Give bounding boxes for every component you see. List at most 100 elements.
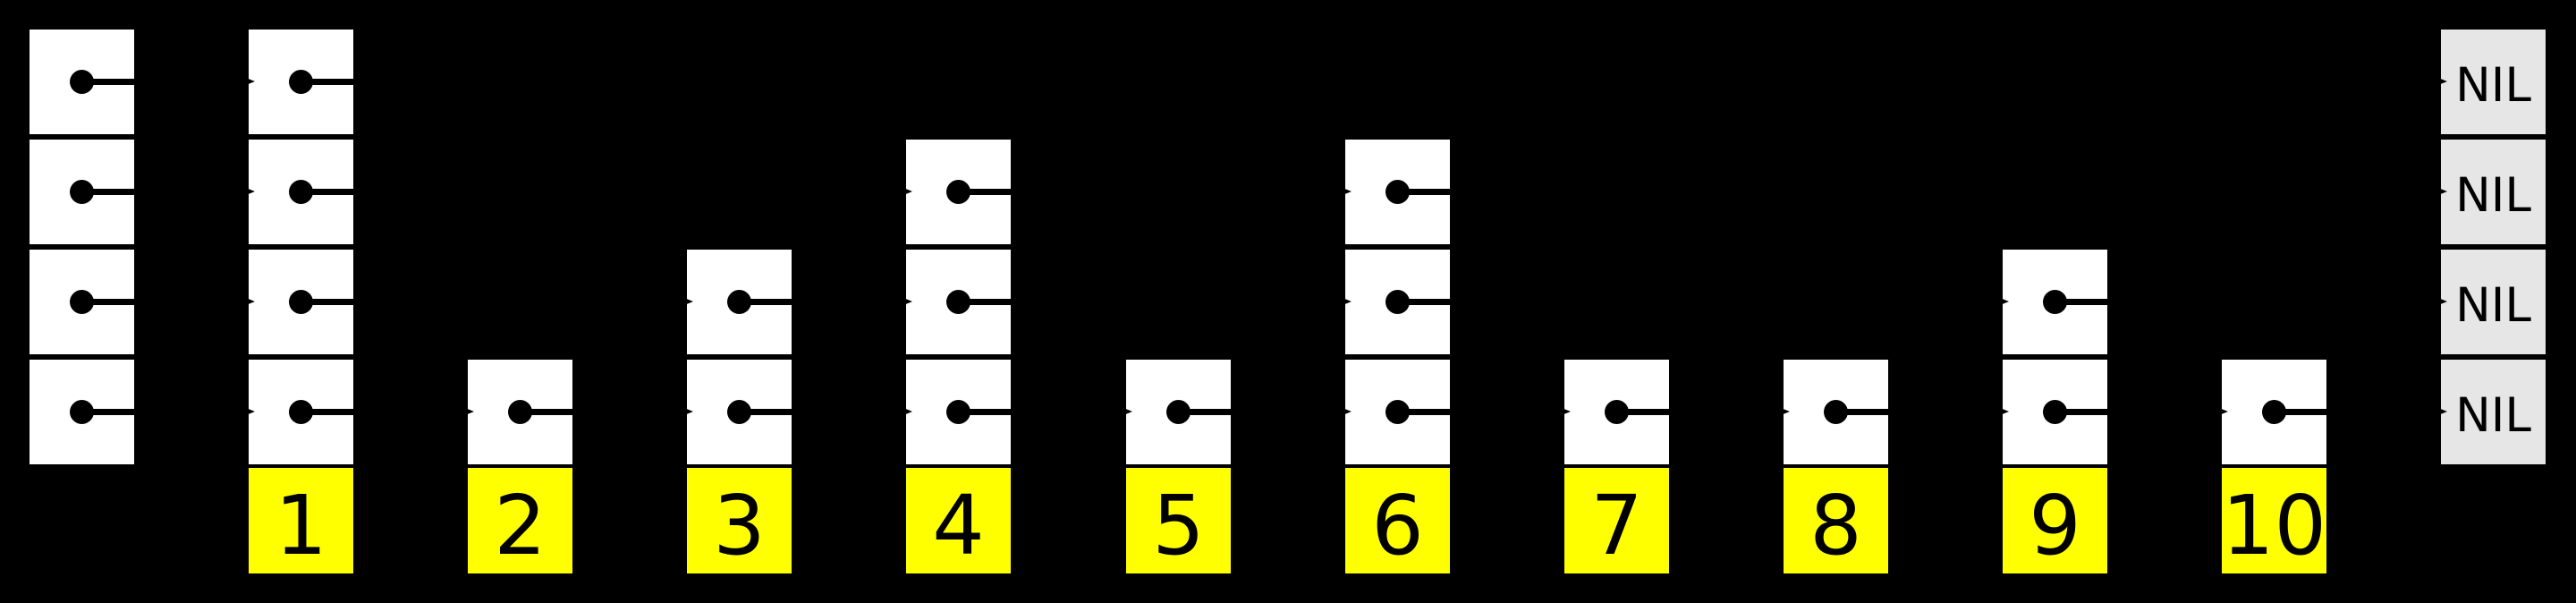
node-8-pointer-level-1 <box>1772 360 1892 464</box>
pointer-dot-icon <box>946 180 970 204</box>
pointer-dot-icon <box>727 400 751 424</box>
node-6-pointer-level-2 <box>1334 250 1453 354</box>
arrow-head-icon <box>237 74 255 89</box>
node-2-key-cell: 2 <box>468 468 572 573</box>
pointer-dot-icon <box>1385 400 1410 424</box>
head-column <box>30 0 138 603</box>
arrow-head-icon <box>1991 404 2009 419</box>
arrow-head-icon <box>1334 404 1352 419</box>
arrow-head-icon <box>2429 74 2447 89</box>
node-7-key-cell: 7 <box>1564 468 1669 573</box>
node-6-pointer-level-3 <box>1334 140 1453 244</box>
node-1-pointer-level-1 <box>237 360 357 464</box>
node-2-pointer-level-1 <box>456 360 576 464</box>
pointer-dot-icon <box>289 70 313 94</box>
pointer-dot-icon <box>1605 400 1629 424</box>
node-9-key-cell: 9 <box>2003 468 2107 573</box>
pointer-dot-icon <box>70 70 94 94</box>
node-key-label: 5 <box>1152 478 1205 573</box>
pointer-line <box>81 79 138 85</box>
pointer-line <box>739 409 795 415</box>
pointer-line <box>301 79 357 85</box>
pointer-dot-icon <box>2262 400 2286 424</box>
nil-box-level-4: NIL <box>2429 30 2546 134</box>
node-8-key-cell: 8 <box>1784 468 1888 573</box>
head-pointer-level-2 <box>30 250 138 354</box>
head-pointer-level-1 <box>30 360 138 464</box>
node-1-pointer-level-3 <box>237 140 357 244</box>
pointer-dot-icon <box>508 400 532 424</box>
nil-box-level-3: NIL <box>2429 140 2546 244</box>
pointer-line <box>520 409 576 415</box>
arrow-head-icon <box>237 294 255 309</box>
arrow-head-icon <box>2429 184 2447 199</box>
head-pointer-level-4 <box>30 30 138 134</box>
pointer-dot-icon <box>2043 400 2067 424</box>
nil-label: NIL <box>2455 57 2531 113</box>
node-4-pointer-level-2 <box>894 250 1014 354</box>
arrow-head-icon <box>675 404 693 419</box>
pointer-dot-icon <box>289 400 313 424</box>
pointer-dot-icon <box>946 400 970 424</box>
arrow-head-icon <box>894 294 912 309</box>
arrow-head-icon <box>1334 294 1352 309</box>
node-7-pointer-level-1 <box>1553 360 1673 464</box>
node-key-label: 9 <box>2029 478 2081 573</box>
pointer-line <box>958 189 1014 195</box>
pointer-dot-icon <box>1385 290 1410 314</box>
nil-box-level-1: NIL <box>2429 360 2546 464</box>
pointer-line <box>739 299 795 305</box>
node-9-pointer-level-1 <box>1991 360 2111 464</box>
node-4-key-cell: 4 <box>906 468 1011 573</box>
pointer-dot-icon <box>289 180 313 204</box>
pointer-line <box>2274 409 2330 415</box>
pointer-line <box>958 409 1014 415</box>
arrow-head-icon <box>2210 404 2228 419</box>
pointer-line <box>1397 299 1453 305</box>
pointer-line <box>81 189 138 195</box>
node-column-3: 3 <box>675 0 795 603</box>
pointer-line <box>958 299 1014 305</box>
pointer-line <box>1835 409 1892 415</box>
nil-label: NIL <box>2455 387 2531 443</box>
node-key-label: 10 <box>2221 478 2327 573</box>
node-5-key-cell: 5 <box>1126 468 1231 573</box>
node-column-1: 1 <box>237 0 357 603</box>
pointer-line <box>301 299 357 305</box>
node-1-pointer-level-2 <box>237 250 357 354</box>
node-5-pointer-level-1 <box>1114 360 1234 464</box>
pointer-line <box>1178 409 1234 415</box>
node-3-pointer-level-1 <box>675 360 795 464</box>
node-column-8: 8 <box>1772 0 1892 603</box>
pointer-dot-icon <box>1166 400 1191 424</box>
arrow-head-icon <box>894 404 912 419</box>
head-pointer-level-3 <box>30 140 138 244</box>
node-key-label: 7 <box>1590 478 1643 573</box>
nil-column: NIL NIL NIL NIL <box>2429 0 2546 603</box>
arrow-head-icon <box>1991 294 2009 309</box>
pointer-line <box>81 299 138 305</box>
arrow-head-icon <box>1772 404 1790 419</box>
arrow-head-icon <box>237 184 255 199</box>
node-column-7: 7 <box>1553 0 1673 603</box>
node-column-9: 9 <box>1991 0 2111 603</box>
node-4-pointer-level-1 <box>894 360 1014 464</box>
node-3-pointer-level-2 <box>675 250 795 354</box>
node-3-key-cell: 3 <box>687 468 792 573</box>
node-column-6: 6 <box>1334 0 1453 603</box>
pointer-line <box>301 409 357 415</box>
arrow-head-icon <box>237 404 255 419</box>
pointer-line <box>2055 409 2111 415</box>
node-10-key-cell: 10 <box>2222 468 2326 573</box>
node-key-label: 3 <box>713 478 766 573</box>
pointer-dot-icon <box>70 400 94 424</box>
node-column-10: 10 <box>2210 0 2330 603</box>
node-key-label: 4 <box>932 478 985 573</box>
nil-label: NIL <box>2455 167 2531 223</box>
node-column-2: 2 <box>456 0 576 603</box>
arrow-head-icon <box>1114 404 1132 419</box>
arrow-head-icon <box>1334 184 1352 199</box>
nil-label: NIL <box>2455 277 2531 333</box>
node-6-key-cell: 6 <box>1345 468 1450 573</box>
node-1-pointer-level-4 <box>237 30 357 134</box>
